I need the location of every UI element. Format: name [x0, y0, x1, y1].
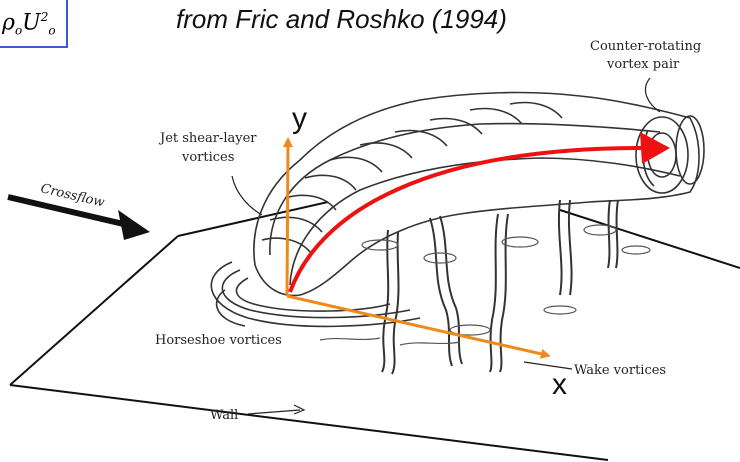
label-counter-rotating-1: Counter-rotating [590, 39, 701, 54]
label-counter-rotating-2: vortex pair [606, 57, 680, 72]
x-axis-line [287, 296, 546, 355]
y-axis-line [287, 142, 288, 296]
wake-vortices [382, 200, 618, 374]
label-horseshoe: Horseshoe vortices [155, 333, 282, 348]
label-wall: Wall [210, 408, 238, 423]
axes [287, 142, 546, 355]
y-axis-label: y [292, 102, 307, 135]
label-wake: Wake vortices [574, 363, 666, 378]
label-jet-shear-1: Jet shear-layer [158, 131, 257, 146]
label-jet-shear-2: vortices [181, 150, 234, 165]
x-axis-label: x [552, 368, 567, 401]
jet-plume [254, 93, 704, 296]
wall-swirls [320, 225, 650, 345]
